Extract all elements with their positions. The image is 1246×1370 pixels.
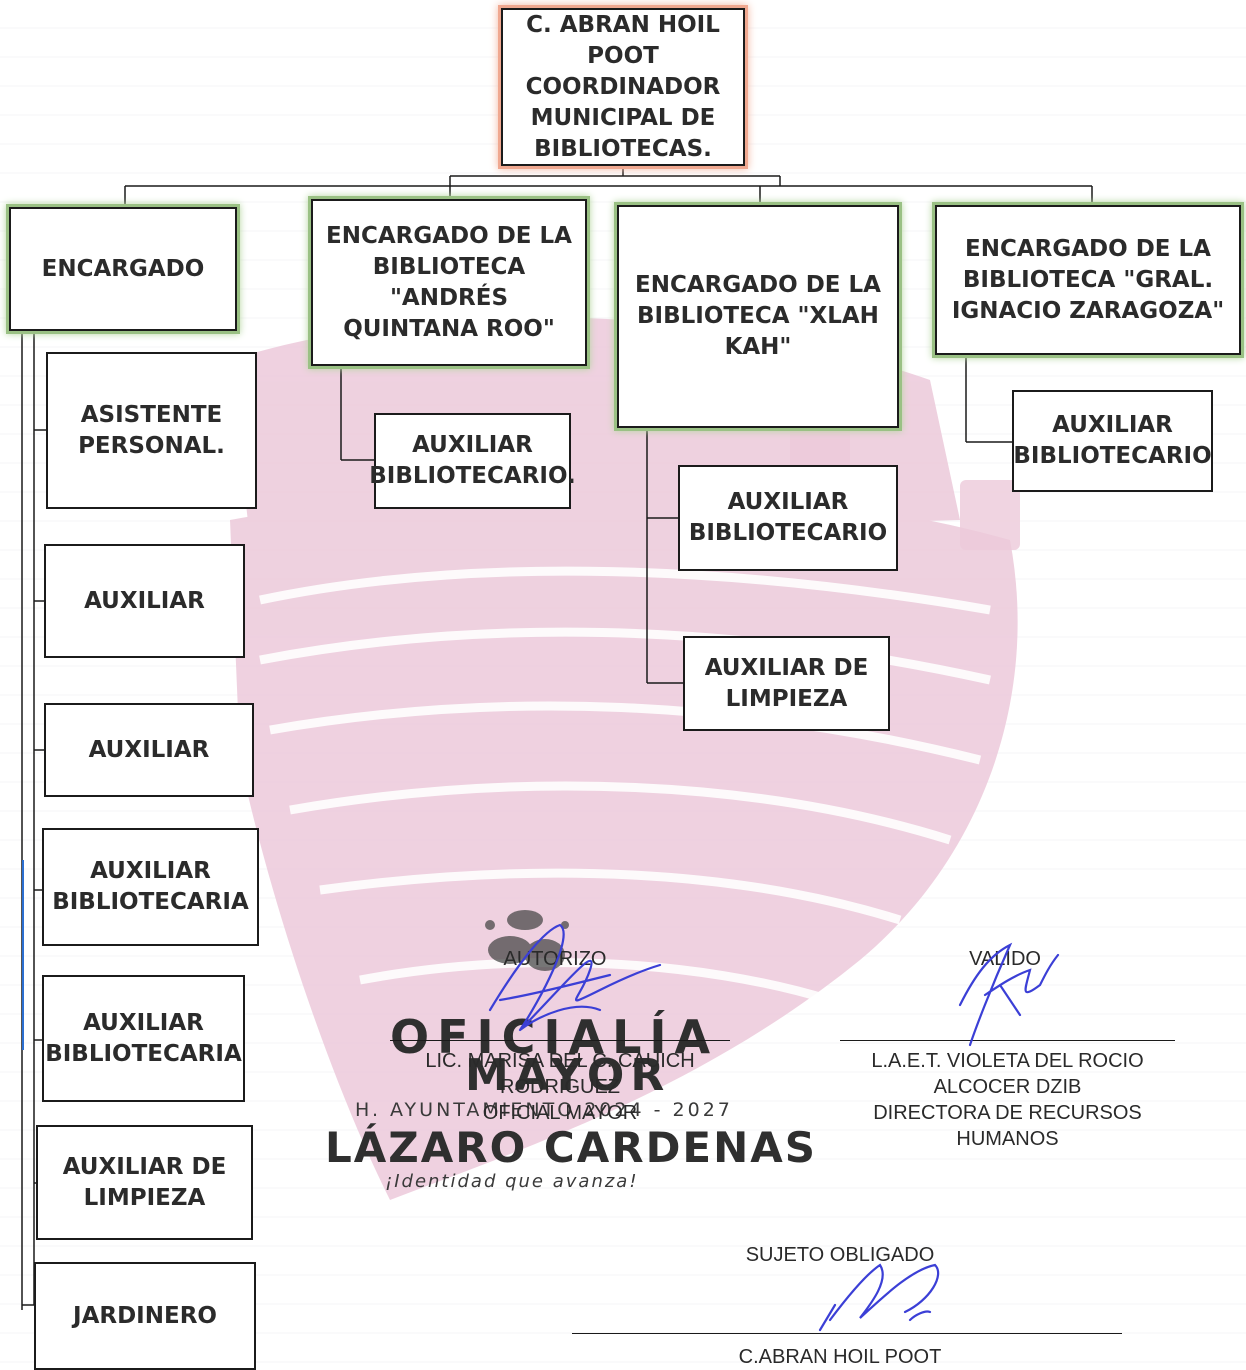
branch-box-xlah-kah: ENCARGADO DE LA BIBLIOTECA "XLAH KAH" [617,205,899,428]
signature-obligated [818,1263,940,1332]
staff-box-auxiliar-bibliotecario-xlah: AUXILIAR BIBLIOTECARIO [678,465,898,571]
staff-box-auxiliar-bibliotecaria-2: AUXILIAR BIBLIOTECARIA [42,975,245,1102]
staff-box-auxiliar-bibliotecaria-1: AUXILIAR BIBLIOTECARIA [42,828,259,946]
authorized-name: LIC. MARISA DEL C. CAUICH RODRIGUEZ OFIC… [425,1050,695,1124]
stamp-line-oficialia: OFICIALÍA [390,1010,719,1064]
obligated-signature-line [572,1333,1122,1334]
signature-authorized [488,923,662,1032]
branch-box-andres-quintana-roo: ENCARGADO DE LA BIBLIOTECA "ANDRÉS QUINT… [311,199,587,366]
obligated-name: C.ABRAN HOIL POOT [738,1346,942,1368]
staff-box-auxiliar-de-limpieza-xlah: AUXILIAR DE LIMPIEZA [683,636,890,731]
staff-box-auxiliar-2: AUXILIAR [44,703,254,797]
stamp-line-ayuntamiento: H. AYUNTAMIENTO 2024 - 2027 [355,1099,733,1121]
staff-box-auxiliar-bibliotecario-zaragoza: AUXILIAR BIBLIOTECARIO [1012,390,1213,492]
obligated-label: SUJETO OBLIGADO [745,1244,935,1266]
staff-box-asistente-personal: ASISTENTE PERSONAL. [46,352,257,509]
authorized-signature-line [390,1040,730,1041]
signature-validated [958,942,1060,1047]
branch-box-ignacio-zaragoza: ENCARGADO DE LA BIBLIOTECA "GRAL. IGNACI… [935,205,1241,355]
ink-mark [22,860,24,1050]
staff-box-auxiliar-1: AUXILIAR [44,544,245,658]
stamp-line-lazaro-cardenas: LÁZARO CARDENAS [325,1123,818,1172]
staff-box-auxiliar-de-limpieza-1: AUXILIAR DE LIMPIEZA [36,1125,253,1240]
validated-name: L.A.E.T. VIOLETA DEL ROCIO ALCOCER DZIB … [871,1050,1144,1150]
validated-signature-line [840,1040,1175,1041]
branch-box-encargado: ENCARGADO [9,207,237,331]
staff-box-jardinero: JARDINERO [34,1262,256,1370]
coordinator-box: C. ABRAN HOIL POOT COORDINADOR MUNICIPAL… [501,8,745,166]
stamp-line-mayor: MAYOR [465,1050,671,1101]
staff-box-auxiliar-bibliotecario-andres: AUXILIAR BIBLIOTECARIO. [369,413,576,509]
stamp-line-slogan: ¡Identidad que avanza! [385,1171,639,1192]
